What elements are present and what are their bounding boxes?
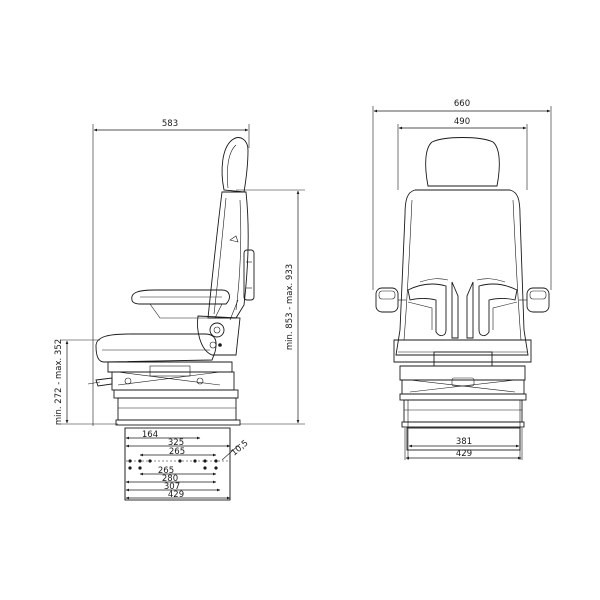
front-seat-lower [393, 339, 532, 428]
front-extension-lines [372, 106, 552, 460]
base-dimension-lines: 164 325 265 10,5 [125, 430, 251, 500]
front-armrests [375, 287, 550, 313]
side-backrest-outline [207, 191, 249, 319]
recline-mechanism [197, 299, 241, 356]
dim-660-label: 660 [454, 99, 470, 109]
dim-265b-label: 265 [158, 466, 174, 476]
dim-583: 583 [93, 119, 249, 132]
side-seat-cushion [95, 333, 217, 363]
dim-660: 660 [373, 99, 551, 113]
dim-seat-height-label: min. 272 - max. 352 [54, 339, 64, 425]
dim-381: 381 [408, 437, 520, 448]
dim-429-side-label: 429 [168, 490, 184, 500]
dim-583-label: 583 [162, 119, 178, 129]
dim-490-label: 490 [454, 117, 470, 127]
dim-381-label: 381 [456, 437, 472, 447]
backrest-contour-pattern [407, 278, 518, 339]
dim-265a-label: 265 [169, 447, 185, 457]
dim-slot-label: 10,5 [230, 438, 251, 458]
mounting-holes [126, 459, 230, 470]
dim-280-label: 280 [162, 474, 178, 484]
front-headrest-outline [425, 137, 500, 187]
dim-overall-height: min. 853 - max. 933 [285, 190, 300, 424]
dim-307-label: 307 [164, 482, 180, 492]
dim-490: 490 [398, 117, 527, 130]
side-view: 583 min. 853 - max. 933 min. 272 - max. … [54, 119, 305, 501]
front-backrest-outline [395, 189, 529, 356]
side-base-plate [124, 427, 231, 501]
dim-429-front: 429 [405, 449, 522, 460]
side-suspension [87, 361, 241, 426]
dim-seat-height: min. 272 - max. 352 [54, 339, 69, 425]
side-headrest-outline [221, 137, 249, 193]
dim-164-label: 164 [142, 430, 158, 440]
side-extension-lines [60, 124, 305, 426]
dim-height-label: min. 853 - max. 933 [285, 264, 295, 350]
side-armrest [131, 289, 230, 305]
dim-429-front-label: 429 [456, 449, 472, 459]
dim-325-label: 325 [168, 438, 184, 448]
front-view: 660 490 [372, 99, 552, 460]
front-base-plate [406, 427, 521, 451]
